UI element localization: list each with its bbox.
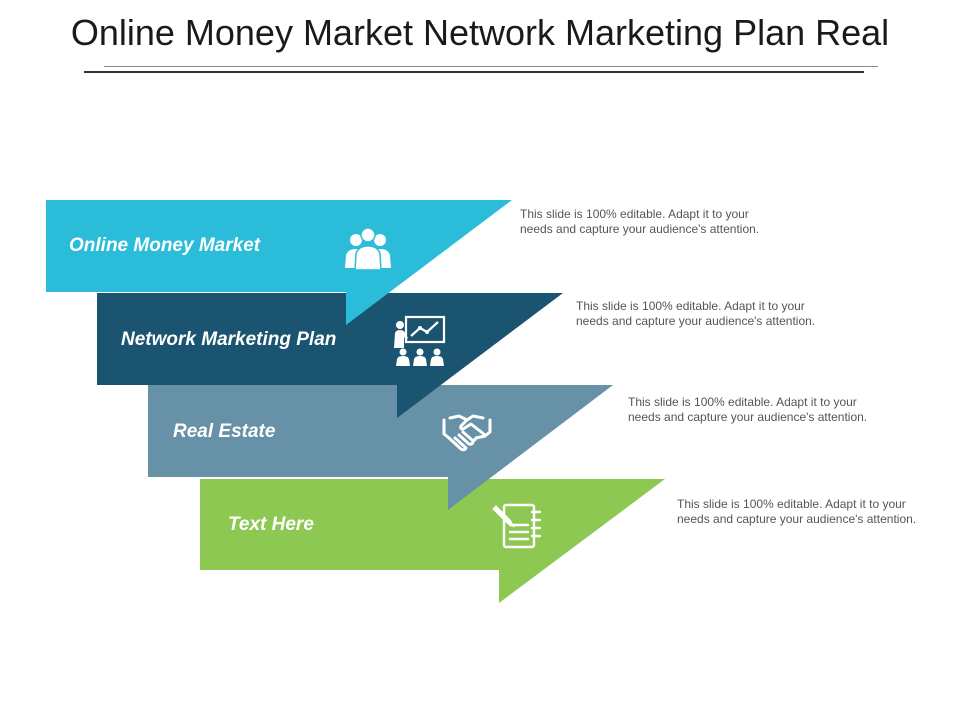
step-3-shape [148, 385, 613, 510]
step-1-label: Online Money Market [69, 235, 261, 256]
handshake-icon [442, 414, 492, 452]
step-2-label: Network Marketing Plan [121, 329, 337, 350]
presentation-audience-icon [394, 315, 446, 366]
people-group-icon [345, 227, 391, 271]
notepad-icon [492, 503, 542, 549]
step-2-description: This slide is 100% editable. Adapt it to… [576, 299, 816, 328]
step-1-description: This slide is 100% editable. Adapt it to… [520, 207, 760, 236]
title-divider-thick [84, 71, 864, 73]
step-4-description: This slide is 100% editable. Adapt it to… [677, 497, 917, 526]
step-3-description: This slide is 100% editable. Adapt it to… [628, 395, 868, 424]
step-4-shape [200, 479, 665, 603]
title-divider-thin [104, 66, 878, 67]
step-3-label: Real Estate [173, 421, 276, 442]
slide-title: Online Money Market Network Marketing Pl… [70, 12, 890, 53]
step-4-label: Text Here [228, 514, 314, 535]
step-1-shape [46, 200, 512, 325]
step-2-shape [97, 293, 563, 418]
